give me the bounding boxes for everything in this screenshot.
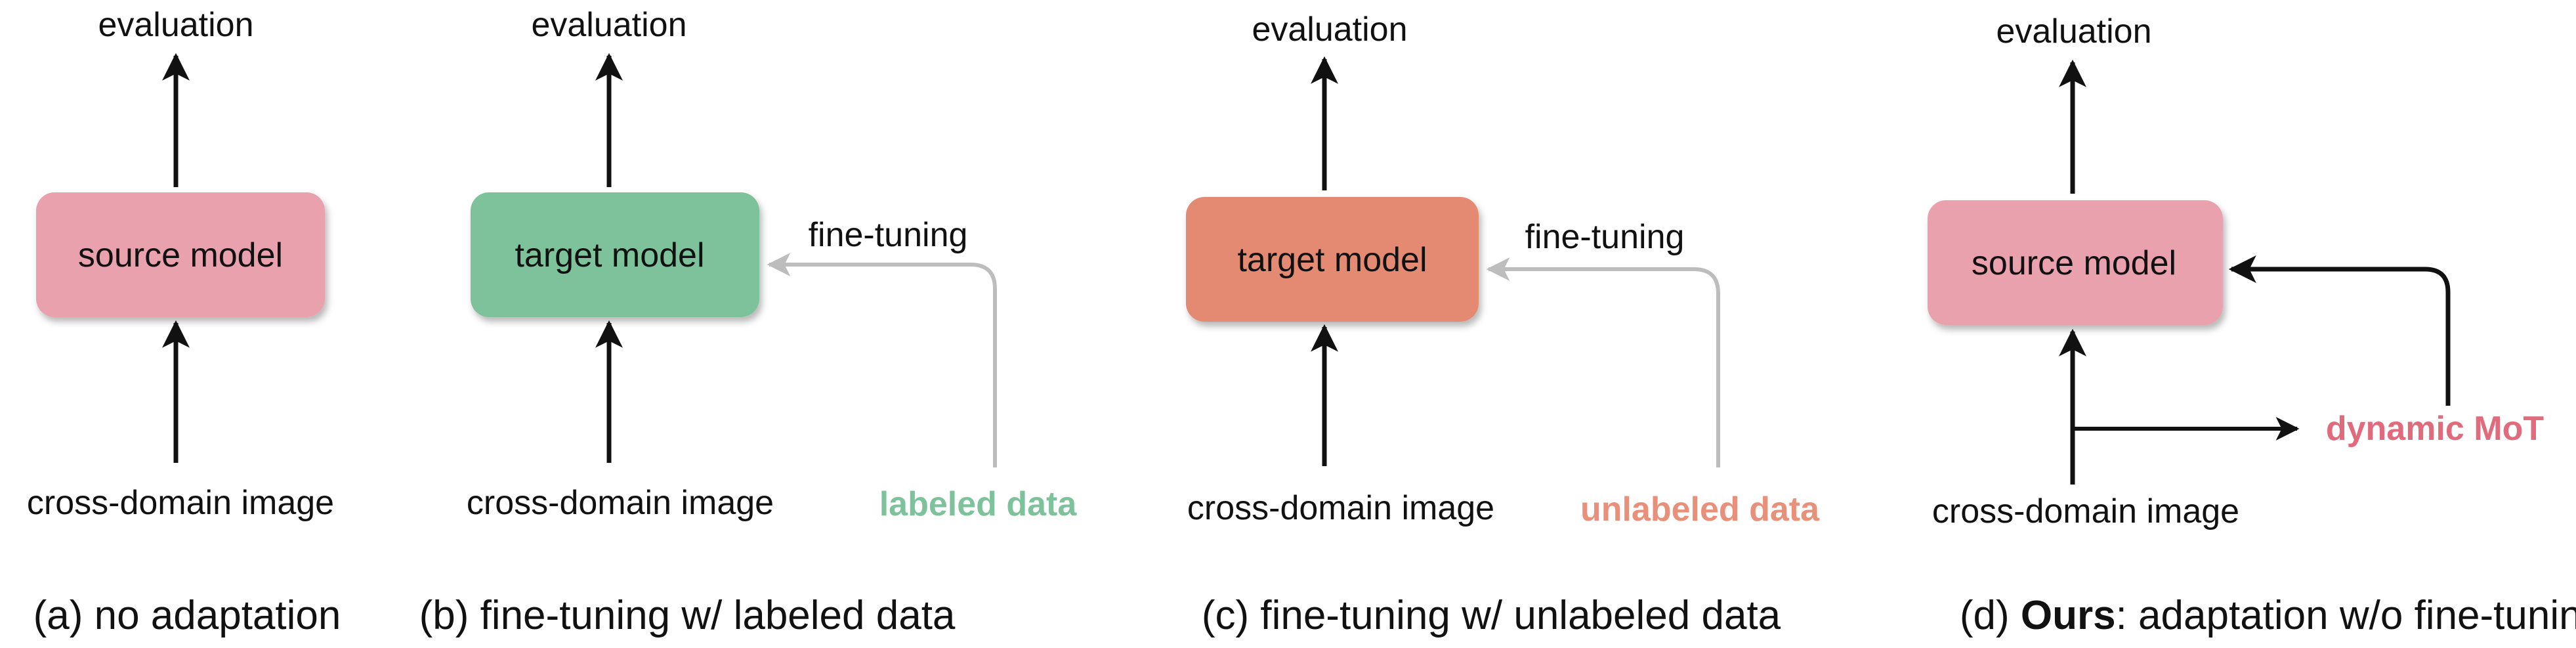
panel-d: evaluation source model dynamic MoT cros…	[1928, 12, 2576, 638]
panel-b-target-model-box	[471, 192, 759, 317]
panel-b-labeled-data-label: labeled data	[879, 485, 1078, 523]
panel-d-box-label: source model	[1972, 244, 2176, 282]
panel-a-source-model-box	[36, 192, 325, 317]
panel-c-fine-tuning-label: fine-tuning	[1525, 218, 1685, 256]
panel-c-target-model-box	[1186, 197, 1479, 322]
panel-d-dynamic-mot-label: dynamic MoT	[2326, 410, 2544, 448]
panel-c-input-label: cross-domain image	[1187, 489, 1494, 527]
panel-c-caption: (c) fine-tuning w/ unlabeled data	[1202, 593, 1781, 638]
panel-a: evaluation source model cross-domain ima…	[27, 6, 341, 638]
panel-b-input-label: cross-domain image	[467, 484, 774, 522]
panel-a-evaluation-label: evaluation	[98, 6, 253, 44]
panel-b: evaluation target model cross-domain ima…	[419, 6, 1078, 638]
panel-c-evaluation-label: evaluation	[1252, 11, 1407, 49]
panel-d-evaluation-label: evaluation	[1996, 12, 2151, 51]
panel-c-fine-tuning-arrow	[1486, 257, 1720, 467]
panel-d-source-model-box	[1928, 200, 2223, 325]
panel-c: evaluation target model cross-domain ima…	[1186, 11, 1820, 638]
panel-b-fine-tuning-label: fine-tuning	[809, 216, 968, 254]
panel-a-caption: (a) no adaptation	[33, 593, 341, 638]
panel-d-input-label: cross-domain image	[1932, 492, 2239, 530]
panel-b-evaluation-label: evaluation	[531, 6, 686, 44]
panel-c-box-label: target model	[1237, 241, 1427, 279]
panel-d-caption-prefix: (d)	[1960, 593, 2021, 638]
panel-b-caption: (b) fine-tuning w/ labeled data	[419, 593, 956, 638]
panel-a-box-label: source model	[78, 236, 283, 274]
panel-a-input-label: cross-domain image	[27, 484, 334, 522]
panel-d-caption-ours: Ours	[2021, 593, 2116, 638]
panel-b-fine-tuning-arrow	[767, 253, 997, 467]
panel-d-caption-rest: : adaptation w/o fine-tuning	[2116, 593, 2576, 638]
panel-b-box-label: target model	[515, 236, 704, 274]
panel-d-feedback-arrow	[2228, 255, 2451, 406]
panel-c-unlabeled-data-label: unlabeled data	[1580, 490, 1820, 529]
panel-d-caption: (d) Ours: adaptation w/o fine-tuning	[1960, 593, 2576, 638]
